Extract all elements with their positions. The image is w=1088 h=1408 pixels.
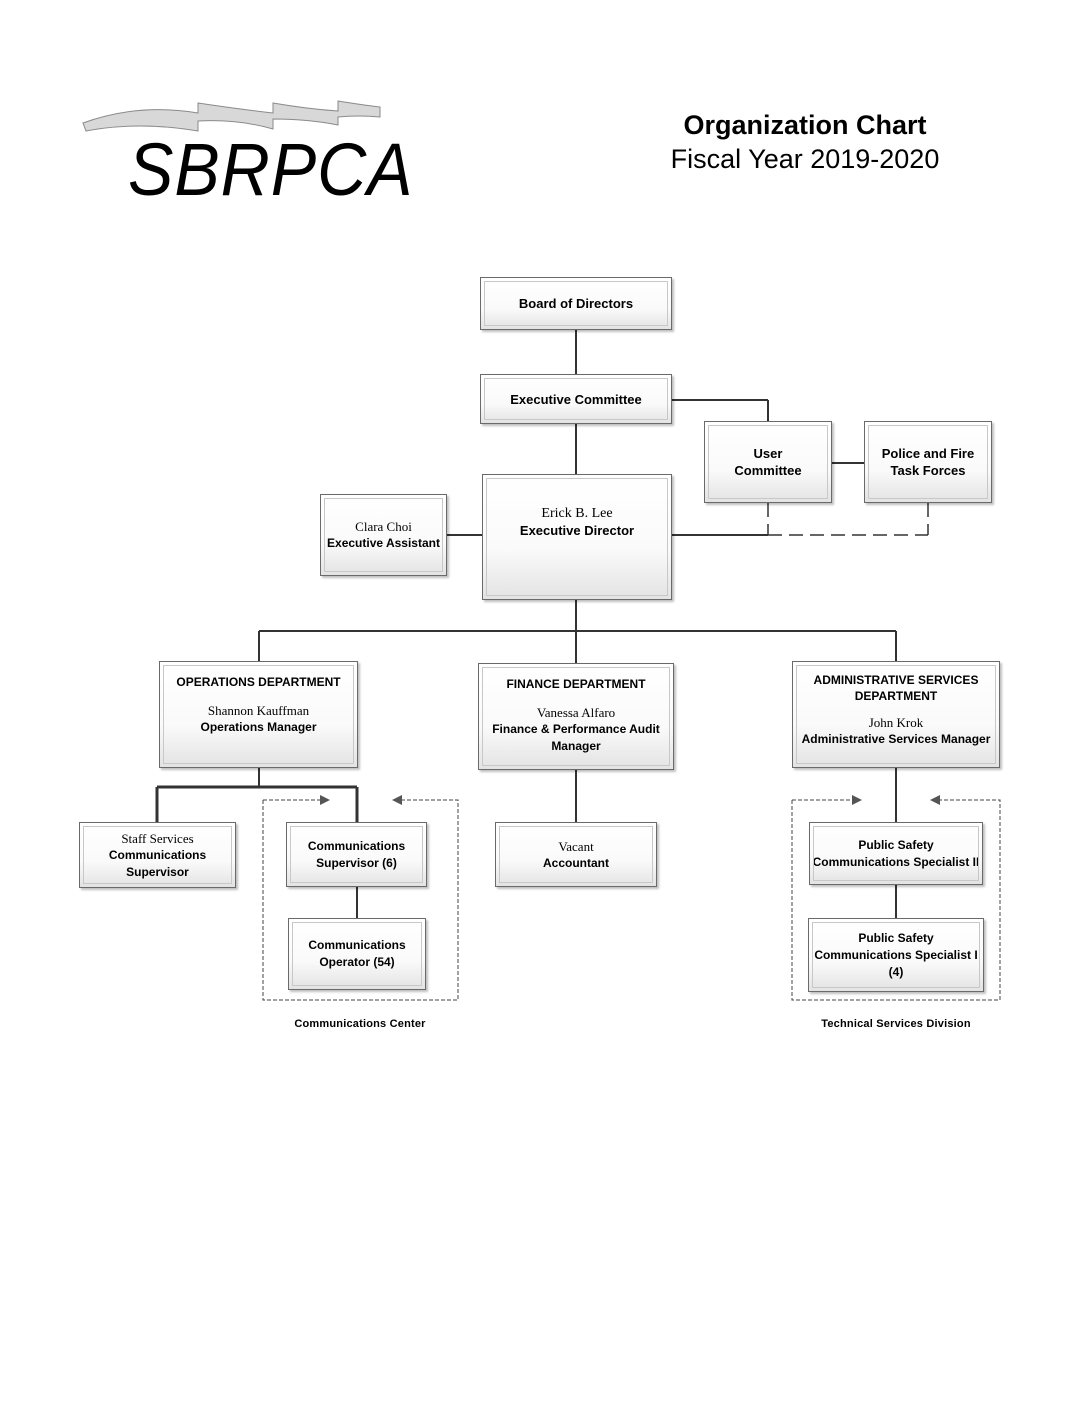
user-committee-line2: Committee [734, 463, 802, 478]
executive-committee-title: Executive Committee [510, 391, 642, 407]
communications-supervisor-box: Communications Supervisor (6) [286, 822, 427, 887]
operations-manager-title: Operations Manager [200, 720, 317, 734]
admin-manager-title: Administrative Services Manager [801, 732, 991, 746]
executive-director-name: Erick B. Lee [541, 506, 613, 521]
administrative-services-department-box: ADMINISTRATIVE SERVICES DEPARTMENT John … [792, 661, 1000, 768]
executive-assistant-title: Executive Assistant [327, 536, 440, 550]
page-title: Organization Chart [683, 110, 927, 140]
comm-operator-line2: Operator (54) [319, 955, 395, 969]
executive-assistant-box: Clara Choi Executive Assistant [320, 494, 447, 576]
user-committee-line1: User [753, 446, 783, 461]
communications-center-caption: Communications Center [294, 1018, 426, 1030]
comm-supervisor-line1: Communications [307, 838, 406, 853]
staff-services-supervisor-box: Staff Services Communications Supervisor [79, 822, 236, 888]
admin-manager-name: John Krok [868, 715, 924, 730]
finance-manager-title-line2: Manager [551, 739, 601, 753]
accountant-title: Accountant [543, 855, 609, 870]
ps-specialist-ii-line2: Communications Specialist II [812, 854, 980, 869]
operations-manager-name: Shannon Kauffman [207, 703, 310, 718]
ps-specialist-i-box: Public Safety Communications Specialist … [808, 918, 984, 992]
technical-services-division-caption: Technical Services Division [821, 1018, 971, 1030]
communications-operator-box: Communications Operator (54) [288, 918, 426, 990]
staff-services-line1: Staff Services [121, 830, 194, 846]
title-block: Organization Chart Fiscal Year 2019-2020 [620, 108, 990, 176]
board-of-directors-box: Board of Directors [480, 277, 672, 330]
sbrpca-logo [78, 95, 388, 210]
executive-director-title: Executive Director [519, 523, 635, 538]
task-forces-line1: Police and Fire [881, 446, 975, 461]
finance-manager-name: Vanessa Alfaro [536, 705, 616, 720]
task-forces-line2: Task Forces [890, 463, 966, 478]
admin-department-label-line1: ADMINISTRATIVE SERVICES [813, 673, 979, 687]
board-title: Board of Directors [518, 296, 634, 311]
accountant-box: Vacant Accountant [495, 822, 657, 887]
operations-department-box: OPERATIONS DEPARTMENT Shannon Kauffman O… [159, 661, 358, 768]
ps-specialist-ii-box: Public Safety Communications Specialist … [809, 822, 983, 885]
finance-manager-title-line1: Finance & Performance Audit [492, 722, 660, 736]
logo-wave-icon [82, 100, 381, 132]
ps-specialist-ii-line1: Public Safety [858, 837, 934, 852]
comm-operator-line1: Communications [308, 938, 406, 952]
finance-department-label: FINANCE DEPARTMENT [506, 677, 646, 691]
logo-text: SBRPCA [128, 128, 414, 211]
comm-supervisor-line2: Supervisor (6) [316, 855, 397, 870]
task-forces-box: Police and Fire Task Forces [864, 421, 992, 503]
operations-department-label: OPERATIONS DEPARTMENT [176, 675, 341, 689]
user-committee-box: User Committee [704, 421, 832, 503]
executive-assistant-name: Clara Choi [355, 519, 412, 534]
staff-services-line3: Supervisor [126, 864, 189, 879]
page-subtitle: Fiscal Year 2019-2020 [670, 144, 940, 174]
executive-director-box: Erick B. Lee Executive Director [482, 474, 672, 600]
ps-specialist-i-line1: Public Safety [858, 930, 934, 945]
finance-department-box: FINANCE DEPARTMENT Vanessa Alfaro Financ… [478, 663, 674, 770]
ps-specialist-i-line3: (4) [888, 964, 904, 979]
executive-committee-box: Executive Committee [480, 374, 672, 424]
ps-specialist-i-line2: Communications Specialist I [814, 947, 978, 962]
staff-services-line2: Communications [108, 847, 207, 862]
accountant-name: Vacant [558, 838, 594, 854]
admin-department-label-line2: DEPARTMENT [854, 689, 938, 703]
